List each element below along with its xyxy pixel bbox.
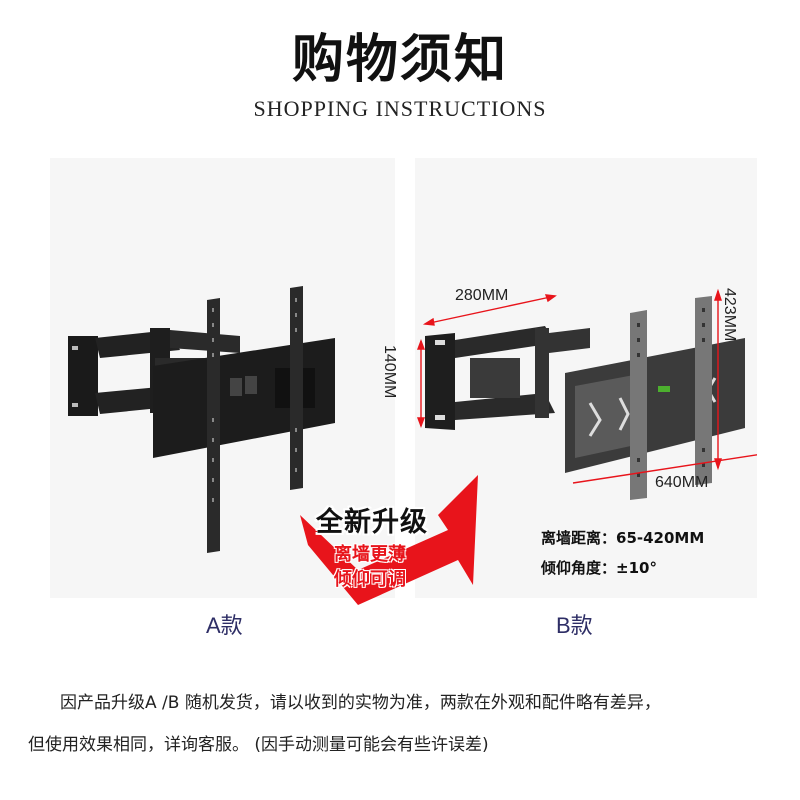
promo-headline: 全新升级 [316, 507, 428, 538]
promo-arrow-icon [300, 475, 478, 605]
caption-product-a: A款 [206, 613, 243, 638]
promo-line-2: 倾仰可调 [334, 569, 406, 590]
dimension-arrows [416, 288, 757, 484]
spec-value: ±10° [616, 559, 657, 577]
page-title: 购物须知 [291, 29, 508, 90]
arm-lower [455, 393, 555, 420]
dim-line-640 [572, 454, 757, 484]
dimension-vesa-width: 640MM [655, 474, 709, 491]
spec-wall-distance: 离墙距离：65-420MM [541, 527, 704, 548]
promo-line-1: 离墙更薄 [334, 544, 406, 565]
level-bubble [658, 386, 670, 392]
spec-label: 离墙距离： [541, 529, 617, 547]
dimension-wall-plate-height: 140MM [381, 345, 398, 399]
caption-product-b: B款 [556, 613, 593, 638]
notice-line-2: 但使用效果相同，详询客服。 (因手动测量可能会有些许误差) [28, 735, 489, 755]
dimension-vesa-height: 423MM [721, 288, 738, 342]
spec-label: 倾仰角度： [541, 559, 617, 577]
rail-right [290, 286, 303, 490]
product-a-image [50, 158, 395, 598]
tv-mount-b-illustration [416, 288, 757, 500]
wall-plate [425, 333, 455, 430]
dimension-arm-length: 280MM [455, 287, 509, 304]
spec-value: 65-420MM [616, 529, 705, 547]
page-subtitle: SHOPPING INSTRUCTIONS [253, 96, 547, 121]
shipping-notice: 因产品升级A /B 随机发货，请以收到的实物为准，两款在外观和配件略有差异， 但… [28, 682, 788, 766]
rail-left [207, 298, 220, 553]
notice-line-1: 因产品升级A /B 随机发货，请以收到的实物为准，两款在外观和配件略有差异， [60, 693, 661, 713]
spec-tilt-angle: 倾仰角度：±10° [541, 557, 657, 578]
dim-line-280 [424, 295, 556, 325]
rail-left [630, 310, 647, 500]
tv-mount-a-illustration [68, 286, 335, 553]
rail-right [695, 296, 712, 485]
arm-upper [455, 326, 555, 358]
